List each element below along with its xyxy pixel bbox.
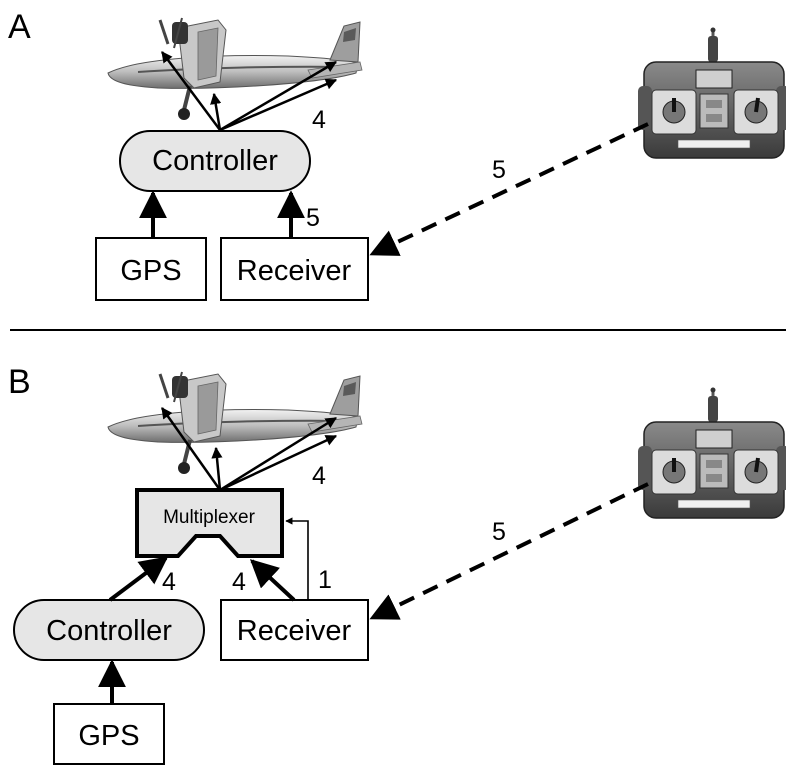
receiver-label: Receiver [237, 615, 352, 647]
receiver-node [220, 599, 369, 661]
controller-to-airplane-arrows [160, 51, 338, 132]
receiver-label: Receiver [237, 255, 352, 287]
receiver-to-multiplexer-label: 4 [232, 568, 246, 596]
gps-node [53, 703, 165, 765]
airplane-channels-label: 4 [312, 106, 326, 134]
controller-label: Controller [46, 615, 172, 647]
multiplexer-label: Multiplexer [163, 507, 256, 528]
radio-transmitter-image [636, 25, 786, 160]
radio-link-arrow [369, 122, 649, 256]
radio-link-label: 5 [492, 518, 506, 546]
controller-to-multiplexer-arrow [108, 556, 169, 602]
panel-a: A 4 Controller GPS Receiver 5 5 [8, 8, 786, 301]
gps-label: GPS [78, 720, 139, 752]
controller-label: Controller [152, 145, 278, 177]
radio-link-arrow [369, 482, 649, 620]
switch-channel-label: 1 [318, 566, 332, 594]
receiver-node [220, 237, 369, 301]
controller-to-multiplexer-label: 4 [162, 568, 176, 596]
panel-b-letter: B [8, 363, 31, 401]
airplane-channels-label: 4 [312, 462, 326, 490]
receiver-to-controller-label: 5 [306, 204, 320, 232]
multiplexer-node [135, 488, 284, 558]
receiver-to-multiplexer-arrow [249, 559, 296, 602]
multiplexer-to-airplane-arrows [160, 407, 338, 492]
gps-node [95, 237, 207, 301]
panel-a-letter: A [8, 8, 31, 46]
radio-transmitter-image [636, 385, 786, 520]
airplane-image [106, 370, 364, 476]
radio-link-label: 5 [492, 156, 506, 184]
gps-label: GPS [120, 255, 181, 287]
panel-b: B 4 Multiplexer Controller Receiver GPS … [8, 363, 786, 765]
switch-channel-arrow [285, 517, 309, 600]
controller-node [119, 130, 311, 192]
